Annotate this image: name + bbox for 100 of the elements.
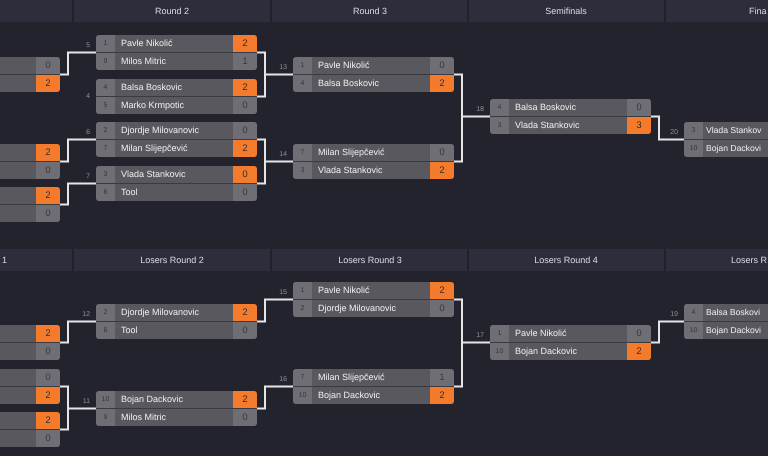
player-name: Milan Slijepčević bbox=[121, 143, 188, 154]
player-name: Tool bbox=[121, 325, 138, 336]
match-card bbox=[0, 412, 60, 447]
score-cell: 2 bbox=[233, 79, 257, 96]
match-card bbox=[96, 304, 257, 339]
player-name: Bojan Dackovic bbox=[318, 390, 380, 401]
score-cell: 0 bbox=[430, 57, 454, 74]
bracket-line bbox=[454, 116, 490, 162]
score-cell: 2 bbox=[36, 144, 60, 161]
score-cell: 0 bbox=[430, 144, 454, 161]
player-name: Vlada Stankovic bbox=[121, 169, 186, 180]
player-name: Milan Slijepčević bbox=[318, 147, 385, 158]
bracket-line bbox=[60, 408, 96, 430]
score-cell: 0 bbox=[233, 166, 257, 183]
score-cell: 2 bbox=[36, 387, 60, 404]
column-header: Fina bbox=[749, 5, 767, 17]
column-header: Round 3 bbox=[352, 5, 388, 17]
player-name: Milos Mitric bbox=[121, 412, 166, 423]
match-card bbox=[96, 35, 257, 70]
bracket-line bbox=[454, 342, 490, 388]
match-card bbox=[684, 122, 768, 157]
bracket-line bbox=[257, 386, 293, 410]
match-card bbox=[293, 57, 454, 92]
player-name: Bojan Dackovi bbox=[706, 143, 761, 154]
match-card bbox=[0, 57, 60, 92]
match-card bbox=[0, 325, 60, 360]
score-cell: 2 bbox=[36, 412, 60, 429]
match-card bbox=[490, 325, 651, 360]
bracket-line bbox=[651, 116, 684, 140]
score-cell: 2 bbox=[627, 343, 651, 360]
match-card bbox=[490, 99, 651, 134]
bracket-line bbox=[651, 320, 684, 344]
score-cell: 0 bbox=[36, 57, 60, 74]
match-card bbox=[0, 369, 60, 404]
player-name: Balsa Boskovi bbox=[706, 307, 760, 318]
bracket-line bbox=[60, 138, 96, 162]
score-cell: 2 bbox=[430, 387, 454, 404]
player-name: Djordje Milovanovic bbox=[121, 125, 200, 136]
player-name: Bojan Dackovi bbox=[706, 325, 761, 336]
score-cell: 0 bbox=[36, 430, 60, 447]
score-cell: 0 bbox=[36, 162, 60, 179]
score-cell: 2 bbox=[430, 282, 454, 299]
score-cell: 0 bbox=[233, 97, 257, 114]
score-cell: 2 bbox=[430, 162, 454, 179]
column-header: 1 bbox=[2, 254, 8, 266]
column-header: Losers R bbox=[731, 254, 768, 266]
column-header: Losers Round 3 bbox=[338, 254, 402, 266]
score-cell: 0 bbox=[233, 409, 257, 426]
column-header: Losers Round 4 bbox=[534, 254, 598, 266]
column-header: Round 2 bbox=[154, 5, 190, 17]
player-name: Balsa Boskovic bbox=[318, 78, 380, 89]
bracket-line bbox=[60, 52, 96, 76]
score-cell: 2 bbox=[36, 75, 60, 92]
bracket-line bbox=[60, 182, 96, 206]
match-card bbox=[293, 369, 454, 404]
player-name: Pavle Nikolić bbox=[318, 285, 370, 296]
player-name: Pavle Nikolić bbox=[318, 60, 370, 71]
column-header: Semifinals bbox=[545, 5, 587, 17]
score-cell: 2 bbox=[430, 75, 454, 92]
score-cell: 1 bbox=[233, 53, 257, 70]
score-cell: 2 bbox=[233, 35, 257, 52]
score-cell: 2 bbox=[36, 187, 60, 204]
match-card bbox=[0, 187, 60, 222]
score-cell: 2 bbox=[233, 304, 257, 321]
player-name: Pavle Nikolić bbox=[121, 38, 173, 49]
score-cell: 1 bbox=[430, 369, 454, 386]
score-cell: 2 bbox=[233, 140, 257, 157]
match-card bbox=[96, 391, 257, 426]
bracket-line bbox=[60, 320, 96, 344]
bracket-line bbox=[257, 160, 293, 184]
player-name: Milan Slijepčević bbox=[318, 372, 385, 383]
match-card bbox=[293, 144, 454, 179]
score-cell: 0 bbox=[36, 205, 60, 222]
bracket-line bbox=[257, 298, 293, 322]
match-card bbox=[293, 282, 454, 317]
match-card bbox=[96, 166, 257, 201]
player-name: Vlada Stankov bbox=[706, 125, 762, 136]
score-cell: 3 bbox=[627, 117, 651, 134]
score-cell: 0 bbox=[233, 322, 257, 339]
score-cell: 0 bbox=[36, 369, 60, 386]
score-cell: 0 bbox=[233, 184, 257, 201]
score-cell: 2 bbox=[233, 391, 257, 408]
bracket-line bbox=[257, 74, 293, 98]
player-name: Bojan Dackovic bbox=[515, 346, 578, 357]
player-name: Djordje Milovanovic bbox=[318, 303, 396, 314]
player-name: Djordje Milovanovic bbox=[121, 307, 200, 318]
match-card bbox=[0, 144, 60, 179]
score-cell: 0 bbox=[430, 300, 454, 317]
player-name: Tool bbox=[121, 187, 138, 198]
match-card bbox=[684, 304, 768, 339]
score-cell: 2 bbox=[36, 325, 60, 342]
score-cell: 0 bbox=[627, 325, 651, 342]
match-card bbox=[96, 122, 257, 157]
player-name: Vlada Stankovic bbox=[515, 120, 580, 131]
player-name: Marko Krmpotic bbox=[121, 100, 184, 111]
score-cell: 0 bbox=[627, 99, 651, 116]
score-cell: 0 bbox=[233, 122, 257, 139]
player-name: Vlada Stankovic bbox=[318, 165, 383, 176]
match-card bbox=[96, 79, 257, 114]
player-name: Balsa Boskovic bbox=[121, 82, 182, 93]
